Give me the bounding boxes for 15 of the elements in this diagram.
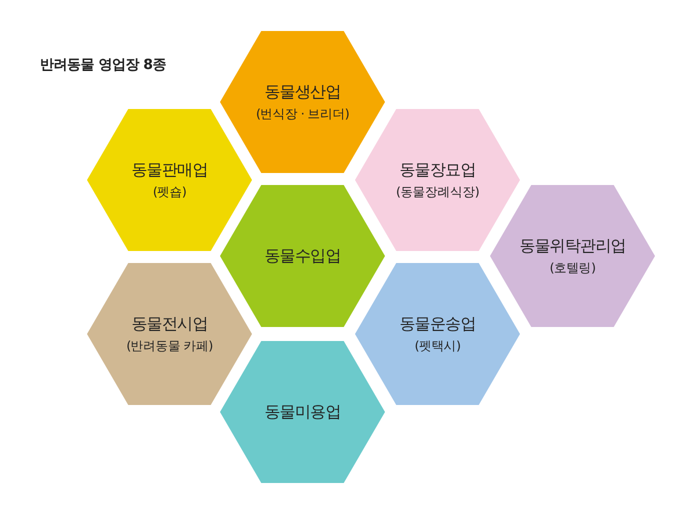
category-name: 동물운송업 — [399, 314, 476, 334]
category-name: 동물생산업 — [264, 82, 340, 102]
category-note: (펫택시) — [414, 338, 460, 354]
category-name: 동물위탁관리업 — [519, 236, 626, 256]
category-name: 동물전시업 — [131, 314, 208, 334]
category-name: 동물판매업 — [131, 160, 208, 180]
category-note: (펫숍) — [152, 184, 186, 200]
diagram-title: 반려동물 영업장 8종 — [40, 56, 166, 74]
category-name: 동물미용업 — [264, 402, 340, 422]
category-note: (호텔링) — [550, 260, 596, 276]
category-note: (반려동물 카페) — [126, 338, 213, 354]
category-name: 동물수입업 — [264, 246, 340, 266]
category-note: (동물장례식장) — [396, 184, 479, 200]
category-note: (번식장 · 브리더) — [256, 106, 350, 122]
category-name: 동물장묘업 — [399, 160, 476, 180]
